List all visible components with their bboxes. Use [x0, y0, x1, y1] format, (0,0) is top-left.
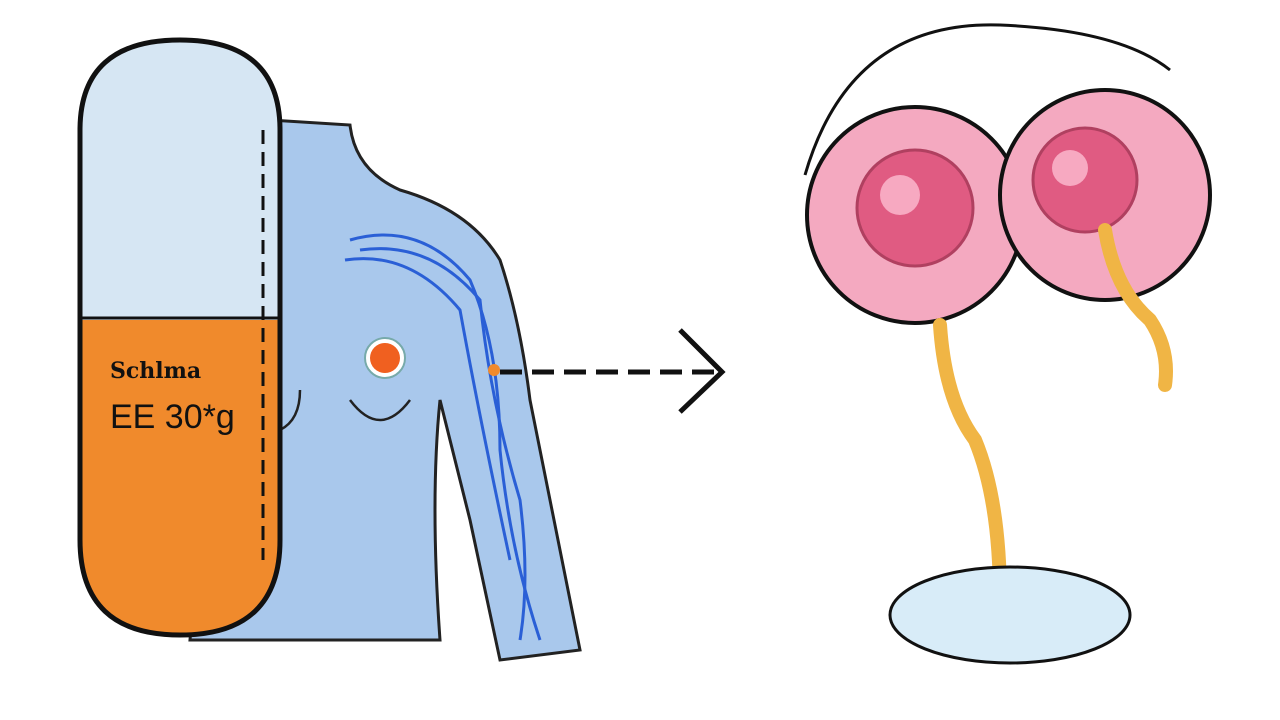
fluid-streams — [933, 223, 1173, 607]
capsule — [77, 37, 283, 638]
cell-right — [998, 88, 1212, 302]
puddle — [888, 565, 1132, 665]
patch-dot — [370, 343, 400, 373]
capsule-label-dose: EE 30*g — [110, 398, 235, 436]
capsule-label-name: Schlma — [110, 358, 202, 384]
arc — [803, 23, 1171, 176]
torso — [188, 118, 582, 662]
cell-left — [805, 105, 1025, 325]
arrow — [488, 328, 726, 414]
